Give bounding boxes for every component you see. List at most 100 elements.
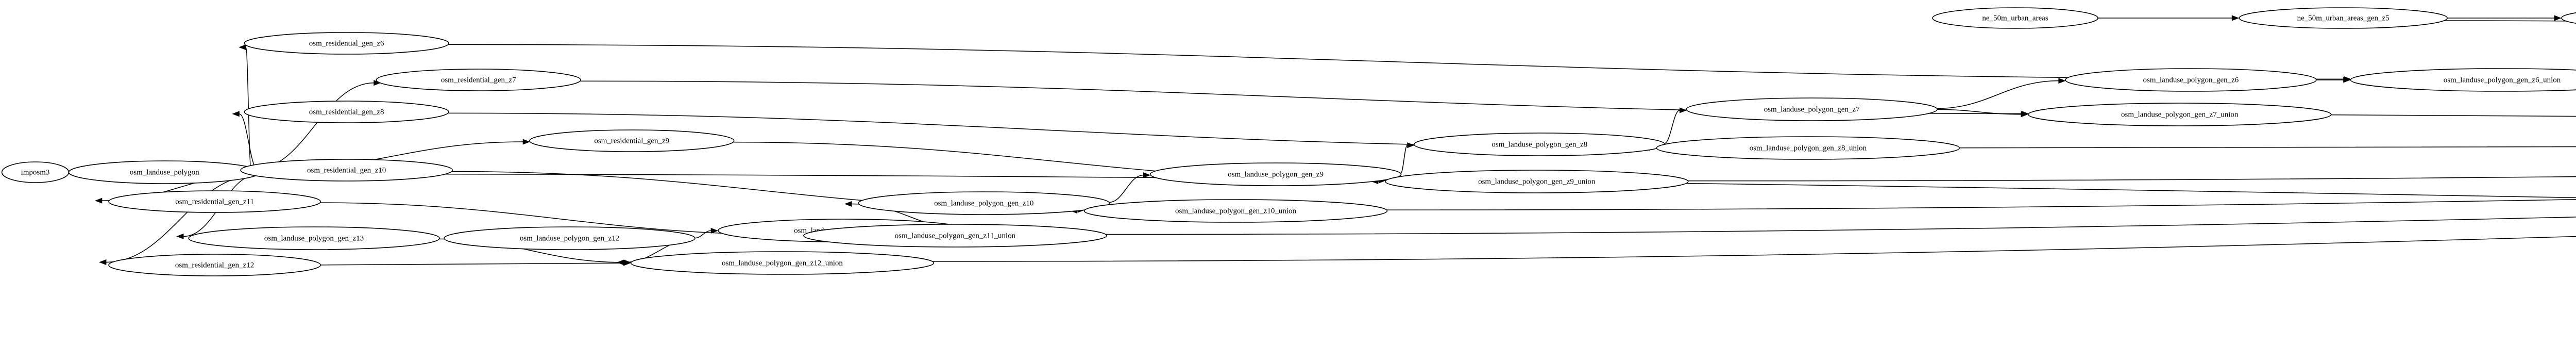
node-ellipse <box>803 224 1107 248</box>
graph-node-ne-50m-urban-areas[interactable]: ne_50m_urban_areas <box>1932 7 2098 29</box>
graph-node-osm-landuse-polygon-gen-z12-union[interactable]: osm_landuse_polygon_gen_z12_union <box>630 251 935 275</box>
graph-node-osm-landuse-polygon-gen-z13[interactable]: osm_landuse_polygon_gen_z13 <box>188 226 440 250</box>
node-ellipse <box>2239 7 2448 29</box>
node-label: osm_residential_gen_z8 <box>309 108 384 116</box>
graph-edge <box>255 82 374 170</box>
graph-node-osm-residential-gen-z6[interactable]: osm_residential_gen_z6 <box>244 32 449 55</box>
graph-edge <box>1937 80 2059 109</box>
graph-edge <box>245 46 251 169</box>
node-ellipse <box>2027 103 2332 126</box>
node-label: osm_landuse_polygon_gen_z13 <box>264 234 364 242</box>
node-ellipse <box>858 191 1110 215</box>
node-label: osm_landuse_polygon_gen_z11_union <box>895 232 1016 240</box>
graph-node-osm-landuse-polygon-gen-z9-union[interactable]: osm_landuse_polygon_gen_z9_union <box>1385 170 1689 193</box>
node-label: osm_landuse_polygon_gen_z12_union <box>722 259 843 267</box>
node-label: osm_landuse_polygon_gen_z7_union <box>2121 110 2239 119</box>
graph-node-osm-residential-gen-z9[interactable]: osm_residential_gen_z9 <box>529 129 735 152</box>
node-label: osm_landuse_polygon_gen_z10_union <box>1175 207 1296 215</box>
graph-edge <box>106 175 256 263</box>
graph-edge <box>319 202 797 236</box>
graph-edge <box>1688 176 2576 182</box>
edge-arrowhead <box>1407 142 1415 149</box>
node-label: osm_landuse_polygon_gen_z9_union <box>1478 177 1596 186</box>
node-label: osm_landuse_polygon_gen_z9 <box>1228 170 1324 178</box>
graph-edge <box>1400 144 1408 174</box>
node-ellipse <box>240 159 453 182</box>
graph-node-osm-landuse-polygon-gen-z8-union[interactable]: osm_landuse_polygon_gen_z8_union <box>1656 136 1960 160</box>
node-label: osm_residential_gen_z12 <box>175 261 254 269</box>
edge-arrowhead <box>617 259 624 266</box>
graph-node-osm-residential-gen-z10[interactable]: osm_residential_gen_z10 <box>240 159 453 182</box>
graph-edge <box>1937 109 2021 115</box>
graph-node-osm-residential-gen-z11[interactable]: osm_residential_gen_z11 <box>108 190 321 213</box>
edge-arrowhead <box>2021 110 2029 117</box>
node-ellipse <box>1083 199 1388 223</box>
node-ellipse <box>376 69 581 91</box>
graph-edge <box>1105 217 2576 235</box>
graph-node-osm-landuse-polygon[interactable]: osm_landuse_polygon <box>68 160 261 184</box>
node-label: osm_landuse_polygon_gen_z6_union <box>2444 76 2561 84</box>
node-label: osm_residential_gen_z6 <box>309 39 384 47</box>
graph-edge <box>2331 114 2576 116</box>
node-ellipse <box>1932 7 2098 29</box>
node-label: osm_landuse_polygon_gen_z8 <box>1492 140 1587 149</box>
graph-node-ne-50m-urban-areas-gen-z5[interactable]: ne_50m_urban_areas_gen_z5 <box>2239 7 2448 29</box>
node-ellipse <box>1656 136 1960 160</box>
graph-edge <box>259 173 2576 199</box>
graph-node-osm-landuse-polygon-gen-z10-union[interactable]: osm_landuse_polygon_gen_z10_union <box>1083 199 1388 223</box>
node-label: osm_residential_gen_z10 <box>307 166 386 174</box>
node-label: osm_residential_gen_z9 <box>594 137 669 145</box>
edge-arrowhead <box>2058 78 2066 84</box>
edge-arrowhead <box>232 111 240 117</box>
node-label: osm_residential_gen_z7 <box>441 76 516 84</box>
node-ellipse <box>108 190 321 213</box>
graph-node-osm-landuse-polygon-gen-z9[interactable]: osm_landuse_polygon_gen_z9 <box>1149 162 1402 186</box>
node-ellipse <box>244 32 449 55</box>
node-ellipse <box>244 101 449 123</box>
node-ellipse <box>2561 12 2576 24</box>
edge-arrowhead <box>239 44 246 51</box>
node-label: osm_landuse_polygon_gen_z8_union <box>1750 144 1867 152</box>
edge-arrowhead <box>710 227 719 234</box>
node-ellipse <box>630 251 935 275</box>
graph-node-osm-landuse-polygon-gen-z7-union[interactable]: osm_landuse_polygon_gen_z7_union <box>2027 103 2332 126</box>
node-label: osm_landuse_polygon_gen_z6 <box>2143 76 2239 84</box>
node-ellipse <box>108 254 321 276</box>
node-ellipse <box>2350 68 2576 92</box>
edge-arrowhead <box>2554 15 2562 21</box>
node-label: ne_50m_urban_areas <box>1982 14 2048 22</box>
graph-node-osm-landuse-polygon-gen-z6-union[interactable]: osm_landuse_polygon_gen_z6_union <box>2350 68 2576 92</box>
node-label: imposm3 <box>21 168 50 176</box>
graph-edge <box>448 44 2344 80</box>
graph-nodes-layer: imposm3 osm_landuse_polygon osm_residentia… <box>1 7 2576 276</box>
graph-node-osm-residential-gen-z7[interactable]: osm_residential_gen_z7 <box>376 69 581 91</box>
graph-node-osm-landuse-polygon-gen-z12[interactable]: osm_landuse_polygon_gen_z12 <box>444 226 696 250</box>
graph-edge <box>931 236 2576 262</box>
graph-node-ne-50m-urban-areas-gen-z4[interactable]: ne_50m_urban_areas_gen_z4 <box>2561 8 2576 28</box>
graph-edge <box>1664 110 1680 144</box>
node-ellipse <box>1385 170 1689 193</box>
edge-arrowhead <box>176 233 184 239</box>
graph-node-osm-landuse-polygon-gen-z6[interactable]: osm_landuse_polygon_gen_z6 <box>2065 68 2317 92</box>
graph-edge <box>320 262 624 266</box>
edge-arrowhead <box>1143 172 1151 178</box>
edge-arrowhead <box>94 198 103 204</box>
graph-node-osm-landuse-polygon-gen-z10[interactable]: osm_landuse_polygon_gen_z10 <box>858 191 1110 215</box>
graph-node-osm-residential-gen-z8[interactable]: osm_residential_gen_z8 <box>244 101 449 123</box>
edge-arrowhead <box>522 139 531 145</box>
node-label: osm_landuse_polygon_gen_z12 <box>520 234 619 242</box>
node-label: osm_landuse_polygon_gen_z7 <box>1764 105 1860 113</box>
graph-node-osm-landuse-polygon-gen-z8[interactable]: osm_landuse_polygon_gen_z8 <box>1413 133 1666 156</box>
graph-node-osm-landuse-polygon-gen-z11-union[interactable]: osm_landuse_polygon_gen_z11_union <box>803 224 1107 248</box>
node-label: osm_landuse_polygon <box>130 168 199 176</box>
graph-node-osm-landuse-polygon-gen-z7[interactable]: osm_landuse_polygon_gen_z7 <box>1686 97 1938 121</box>
edge-arrowhead <box>2231 15 2240 21</box>
node-label: osm_residential_gen_z11 <box>175 198 254 206</box>
graph-node-osm-residential-gen-z12[interactable]: osm_residential_gen_z12 <box>108 254 321 276</box>
node-ellipse <box>1149 162 1402 186</box>
node-label: ne_50m_urban_areas_gen_z5 <box>2297 14 2389 22</box>
graph-node-imposm3[interactable]: imposm3 <box>1 161 70 183</box>
graph-edge <box>1959 147 2576 149</box>
node-ellipse <box>1686 97 1938 121</box>
